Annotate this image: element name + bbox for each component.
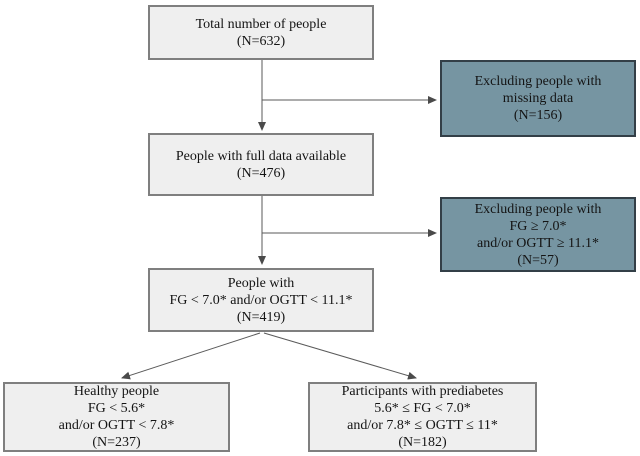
arrow-nondiabetic-to-healthy [121, 332, 261, 380]
arrow-nondiabetic-to-prediabetes [263, 332, 417, 380]
box-excluded-missing-data: Excluding people with missing data (N=15… [440, 60, 636, 137]
box-text-line: and/or OGTT ≥ 11.1* [476, 235, 599, 251]
box-prediabetes-participants: Participants with prediabetes 5.6* ≤ FG … [308, 382, 537, 452]
box-count: (N=419) [236, 309, 286, 325]
box-text-line: FG < 7.0* and/or OGTT < 11.1* [169, 292, 353, 308]
box-text-line: Excluding people with [474, 74, 602, 89]
box-text-line: Participants with prediabetes [341, 384, 504, 399]
box-count: (N=476) [236, 165, 286, 181]
box-text-line: and/or 7.8* ≤ OGTT ≤ 11* [347, 418, 498, 433]
box-total-people: Total number of people (N=632) [148, 5, 374, 60]
box-text-line: 5.6* ≤ FG < 7.0* [374, 401, 471, 416]
box-full-data-available: People with full data available (N=476) [148, 133, 374, 196]
box-text-line: and/or OGTT < 7.8* [58, 418, 175, 433]
box-excluded-diabetes-range: Excluding people with FG ≥ 7.0* and/or O… [440, 197, 636, 272]
box-healthy-people: Healthy people FG < 5.6* and/or OGTT < 7… [3, 382, 230, 452]
box-text-line: FG < 5.6* [87, 401, 146, 416]
box-count: (N=156) [513, 108, 563, 123]
box-count: (N=182) [398, 435, 447, 450]
box-text-line: Excluding people with [474, 201, 602, 217]
box-text-line: FG ≥ 7.0* [509, 218, 567, 234]
box-text-line: Healthy people [73, 384, 160, 399]
box-text-line: missing data [502, 91, 574, 106]
box-count: (N=57) [517, 252, 559, 268]
box-count: (N=237) [92, 435, 141, 450]
box-text-line: People with full data available [175, 148, 347, 164]
box-text-line: People with [227, 275, 295, 291]
box-count: (N=632) [236, 33, 286, 49]
box-text-line: Total number of people [195, 16, 327, 32]
box-non-diabetic-range: People with FG < 7.0* and/or OGTT < 11.1… [148, 268, 374, 332]
